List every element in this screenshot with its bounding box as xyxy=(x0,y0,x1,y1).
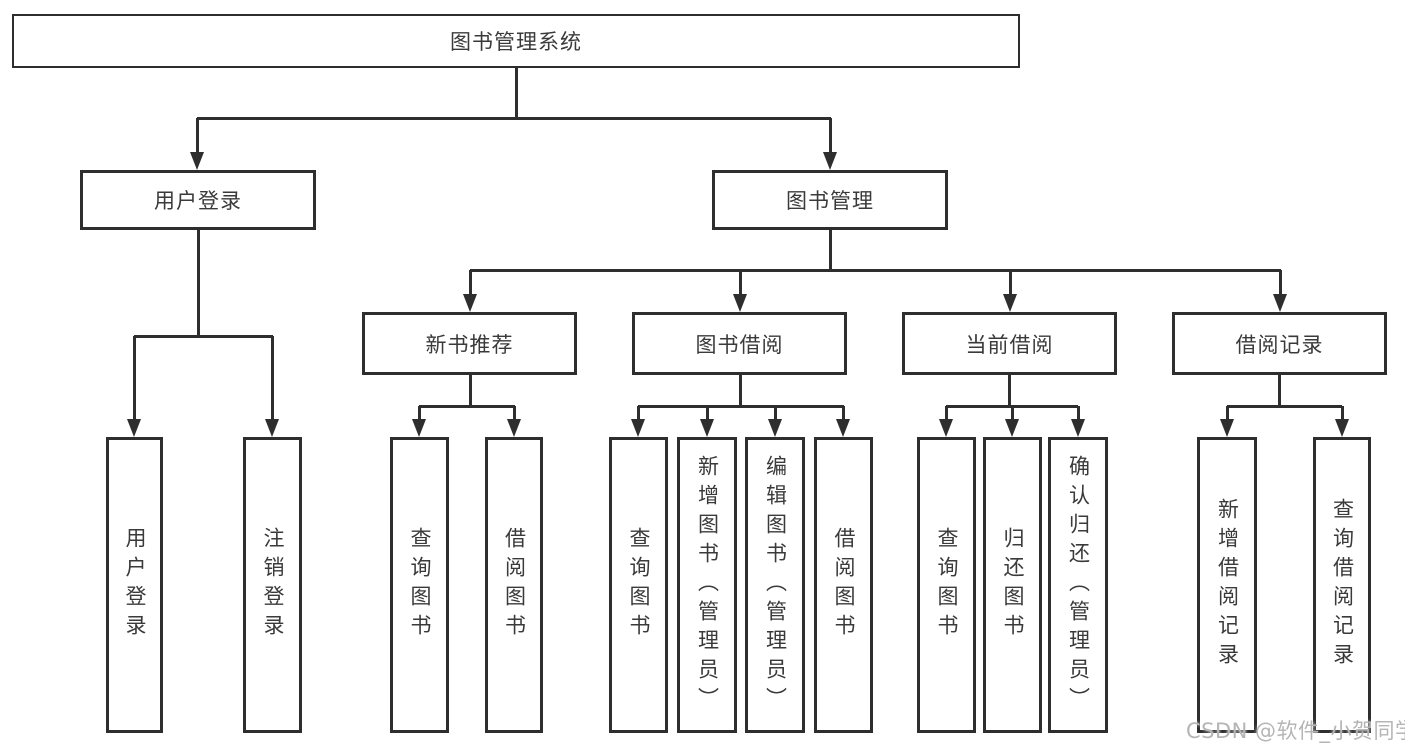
connector-line xyxy=(196,230,200,336)
node-label: 归还图书 xyxy=(1001,527,1025,643)
node-library-system: 图书管理系统 xyxy=(12,14,1020,68)
arrow-down-icon xyxy=(733,294,747,312)
connector-line xyxy=(133,336,136,419)
node-label: 新增借阅记录 xyxy=(1215,498,1240,672)
node-bb-edit-book-admin: 编辑图书（管理员） xyxy=(745,437,805,733)
arrow-down-icon xyxy=(939,419,953,437)
connector-line xyxy=(134,334,273,338)
node-label: 用户登录 xyxy=(154,189,242,213)
node-label: 借阅记录 xyxy=(1235,332,1324,357)
connector-line xyxy=(1008,375,1011,406)
node-nb-query-book: 查询图书 xyxy=(390,437,449,733)
node-user-login-branch: 用户登录 xyxy=(80,170,316,230)
arrow-down-icon xyxy=(631,419,645,437)
arrow-down-icon xyxy=(127,419,141,437)
node-book-borrow: 图书借阅 xyxy=(632,312,847,375)
connector-line xyxy=(945,406,948,419)
connector-line xyxy=(738,375,742,406)
node-label: 查询借阅记录 xyxy=(1330,498,1355,672)
connector-line xyxy=(705,406,709,419)
node-logout: 注销登录 xyxy=(243,437,302,733)
node-label: 查询图书 xyxy=(935,527,959,643)
arrow-down-icon xyxy=(1335,419,1349,437)
connector-line xyxy=(828,230,832,270)
arrow-down-icon xyxy=(265,419,279,437)
connector-line xyxy=(195,118,199,152)
arrow-down-icon xyxy=(190,152,204,170)
arrow-down-icon xyxy=(1003,294,1017,312)
node-bb-add-book-admin: 新增图书（管理员） xyxy=(677,437,737,733)
connector-line xyxy=(512,406,516,419)
connector-line xyxy=(1008,270,1012,294)
node-br-add-record: 新增借阅记录 xyxy=(1197,437,1257,733)
node-book-management-branch: 图书管理 xyxy=(712,170,948,230)
arrow-down-icon xyxy=(768,419,782,437)
arrow-down-icon xyxy=(700,419,714,437)
arrow-down-icon xyxy=(823,152,837,170)
node-user-login-leaf: 用户登录 xyxy=(106,437,163,733)
connector-line xyxy=(828,118,832,152)
connector-line xyxy=(197,116,831,120)
arrow-down-icon xyxy=(836,419,850,437)
node-cb-return-book: 归还图书 xyxy=(983,437,1042,733)
arrow-down-icon xyxy=(1071,419,1085,437)
node-bb-query-book: 查询图书 xyxy=(609,437,668,733)
node-current-borrow: 当前借阅 xyxy=(902,312,1117,375)
arrow-down-icon xyxy=(507,419,521,437)
connector-line xyxy=(1225,406,1229,419)
arrow-down-icon xyxy=(1273,294,1287,312)
node-label: 新增图书（管理员） xyxy=(695,454,720,716)
connector-line xyxy=(637,406,640,419)
connector-line xyxy=(842,406,845,419)
connector-line xyxy=(418,406,421,419)
node-bb-borrow-book: 借阅图书 xyxy=(814,437,873,733)
connector-line xyxy=(468,270,472,294)
node-label: 图书管理系统 xyxy=(450,30,582,54)
arrow-down-icon xyxy=(463,294,477,312)
node-label: 图书借阅 xyxy=(695,332,784,357)
connector-line xyxy=(738,270,742,294)
connector-line xyxy=(1227,404,1342,408)
node-label: 查询图书 xyxy=(627,527,651,643)
csdn-watermark: CSDN @软件_小贺同学 xyxy=(1186,719,1405,743)
node-label: 用户登录 xyxy=(123,527,147,643)
node-label: 确认归还（管理员） xyxy=(1066,454,1091,716)
arrow-down-icon xyxy=(1005,419,1019,437)
connector-line xyxy=(514,68,518,118)
arrow-down-icon xyxy=(1220,419,1234,437)
connector-line xyxy=(1076,406,1080,419)
node-label: 当前借阅 xyxy=(965,332,1054,357)
connector-line xyxy=(1278,270,1282,294)
node-br-query-record: 查询借阅记录 xyxy=(1313,437,1371,733)
node-label: 编辑图书（管理员） xyxy=(763,454,788,716)
node-borrow-record: 借阅记录 xyxy=(1172,312,1387,375)
node-label: 新书推荐 xyxy=(425,332,514,357)
node-label: 查询图书 xyxy=(408,527,432,643)
node-label: 图书管理 xyxy=(786,189,874,213)
connector-line xyxy=(468,375,472,406)
connector-line xyxy=(1011,406,1014,419)
node-nb-borrow-book: 借阅图书 xyxy=(485,437,543,733)
node-cb-query-book: 查询图书 xyxy=(917,437,976,733)
node-new-book-recommend: 新书推荐 xyxy=(362,312,577,375)
node-label: 借阅图书 xyxy=(832,527,856,643)
node-label: 注销登录 xyxy=(261,527,285,643)
connector-line xyxy=(1278,375,1281,406)
arrow-down-icon xyxy=(412,419,426,437)
node-label: 借阅图书 xyxy=(502,527,527,643)
connector-line xyxy=(470,268,1281,272)
connector-line xyxy=(271,336,274,419)
connector-line xyxy=(1340,406,1344,419)
connector-line xyxy=(638,404,844,408)
connector-line xyxy=(773,406,777,419)
node-cb-confirm-return-admin: 确认归还（管理员） xyxy=(1048,437,1108,733)
connector-line xyxy=(419,404,515,408)
